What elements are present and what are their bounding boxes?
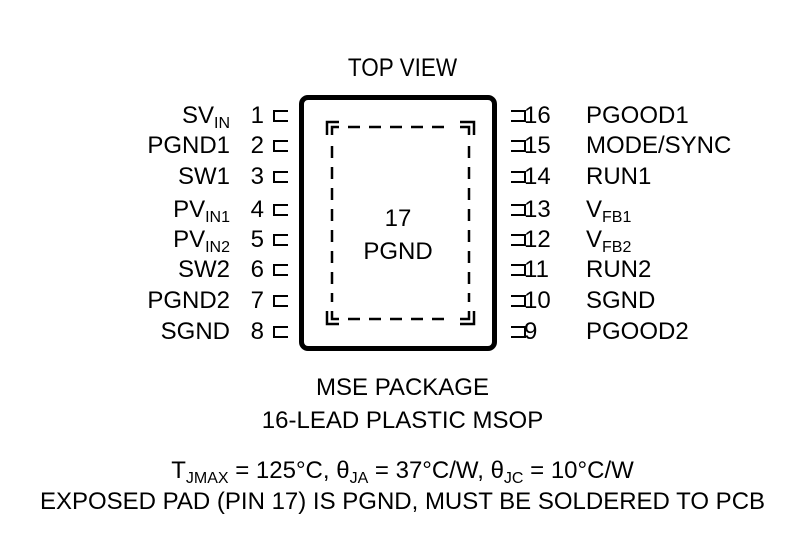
- pin-number-1: 1: [250, 102, 264, 129]
- ic-package-body: [299, 95, 497, 351]
- pin-number-6: 6: [250, 256, 264, 283]
- pin-lead-3: [273, 171, 288, 183]
- pin-number-7: 7: [250, 287, 264, 314]
- exposed-pad-number: 17: [384, 205, 412, 232]
- pin-label-13: VFB1: [586, 196, 632, 226]
- pin-label-4: PVIN1: [173, 196, 230, 226]
- pin-lead-5: [273, 234, 288, 246]
- pin-lead-2: [273, 140, 288, 152]
- diagram-title: TOP VIEW: [347, 54, 458, 82]
- pin-lead-8: [273, 326, 288, 338]
- pin-lead-14: [511, 171, 526, 183]
- pin-label-10: SGND: [586, 287, 656, 314]
- pin-lead-12: [511, 234, 526, 246]
- pin-number-14: 14: [524, 163, 551, 190]
- exposed-pad-note: EXPOSED PAD (PIN 17) IS PGND, MUST BE SO…: [39, 488, 766, 515]
- pin-lead-9: [511, 326, 526, 338]
- pin-lead-6: [273, 264, 288, 276]
- pin-number-12: 12: [524, 226, 551, 253]
- pin-number-4: 4: [250, 196, 264, 223]
- pin-number-9: 9: [524, 318, 538, 345]
- pin-number-11: 11: [524, 256, 549, 283]
- pin-label-2: PGND1: [147, 132, 230, 159]
- pin-lead-15: [511, 140, 526, 152]
- pin-label-12: VFB2: [586, 226, 632, 256]
- pin-label-7: PGND2: [147, 287, 230, 314]
- pin-lead-13: [511, 204, 526, 216]
- pin-number-16: 16: [524, 102, 551, 129]
- pin-label-5: PVIN2: [173, 226, 230, 256]
- pin-lead-4: [273, 204, 288, 216]
- pin-label-6: SW2: [177, 256, 230, 283]
- pin-label-16: PGOOD1: [586, 102, 689, 129]
- pin-lead-7: [273, 295, 288, 307]
- package-description: 16-LEAD PLASTIC MSOP: [261, 407, 544, 434]
- pin-label-15: MODE/SYNC: [586, 132, 732, 159]
- package-name: MSE PACKAGE: [316, 374, 489, 401]
- pin-number-8: 8: [250, 318, 264, 345]
- pin-lead-1: [273, 110, 288, 122]
- pin-number-5: 5: [250, 226, 264, 253]
- pin-label-8: SGND: [160, 318, 230, 345]
- pin-number-10: 10: [524, 287, 551, 314]
- pin-lead-11: [511, 264, 526, 276]
- pin-label-9: PGOOD2: [586, 318, 689, 345]
- pin-number-2: 2: [250, 132, 264, 159]
- pin-number-13: 13: [524, 196, 551, 223]
- pin-label-14: RUN1: [586, 163, 652, 190]
- exposed-pad-name: PGND: [363, 238, 433, 265]
- pin-label-11: RUN2: [586, 256, 652, 283]
- pin-number-15: 15: [524, 132, 551, 159]
- pin-lead-10: [511, 295, 526, 307]
- thermal-specs: TJMAX = 125°C, θJA = 37°C/W, θJC = 10°C/…: [171, 457, 634, 487]
- pin-lead-16: [511, 110, 526, 122]
- pin-label-3: SW1: [177, 163, 230, 190]
- pin-label-1: SVIN: [181, 102, 230, 132]
- pin-number-3: 3: [250, 163, 264, 190]
